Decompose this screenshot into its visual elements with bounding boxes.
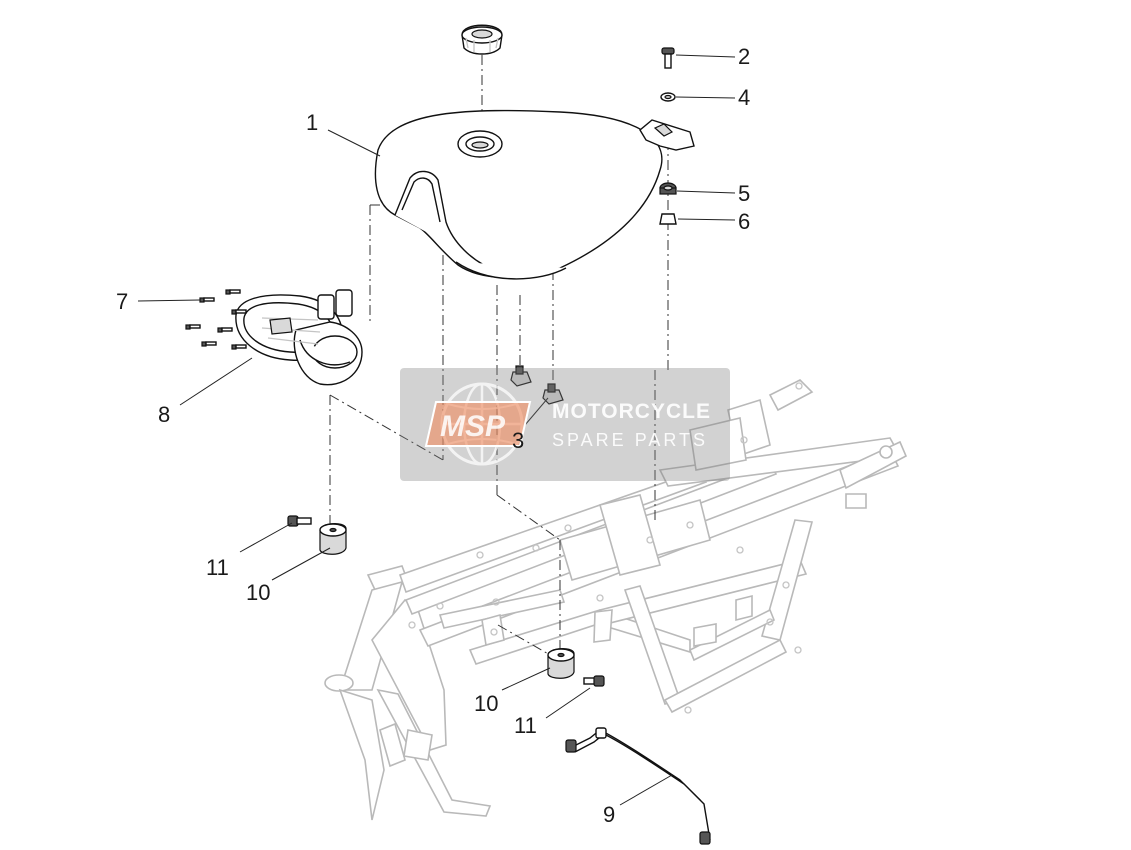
rubber-mount-10-lower: [547, 648, 575, 679]
callout-7: 7: [116, 289, 128, 314]
callout-10-upper: 10: [246, 580, 270, 605]
rubber-mount-10-upper: [319, 523, 347, 555]
fuel-pump-assembly: [235, 289, 363, 386]
callout-6: 6: [738, 209, 750, 234]
callout-3: 3: [512, 428, 524, 453]
callout-11-lower: 11: [514, 713, 537, 738]
watermark-line-2: SPARE PARTS: [552, 430, 708, 450]
callout-9: 9: [603, 802, 615, 827]
nut-3-left: [510, 365, 532, 387]
callout-1: 1: [306, 110, 318, 135]
spacer-6: [659, 213, 677, 225]
pump-screws-7: [185, 289, 247, 350]
callout-11-upper: 11: [206, 555, 229, 580]
motorcycle-frame: [324, 379, 908, 821]
msp-logo-badge: [424, 401, 532, 447]
washer-4: [660, 92, 676, 102]
callout-2: 2: [738, 44, 750, 69]
leader-lines: [137, 54, 736, 806]
callout-4: 4: [738, 85, 750, 110]
callout-8: 8: [158, 402, 170, 427]
callout-labels: 1 2 4 5 6 7 8 3 11 10 10 11 9: [116, 44, 750, 827]
fuel-hose-9: [565, 727, 711, 845]
watermark: MSP MOTORCYCLE SPARE PARTS: [400, 368, 730, 481]
watermark-logo: MSP: [440, 410, 506, 443]
filler-cap: [461, 24, 503, 55]
callout-10-lower: 10: [474, 691, 498, 716]
callout-5: 5: [738, 181, 750, 206]
nut-3-right: [542, 383, 564, 405]
bolt-11-upper: [287, 515, 312, 527]
watermark-line-1: MOTORCYCLE: [552, 400, 711, 423]
bolt-2: [661, 47, 675, 69]
rubber-grommet-5: [659, 182, 677, 195]
fuel-tank: [374, 109, 663, 280]
bolt-11-lower: [583, 675, 605, 687]
rear-mount-bracket: [639, 119, 695, 151]
